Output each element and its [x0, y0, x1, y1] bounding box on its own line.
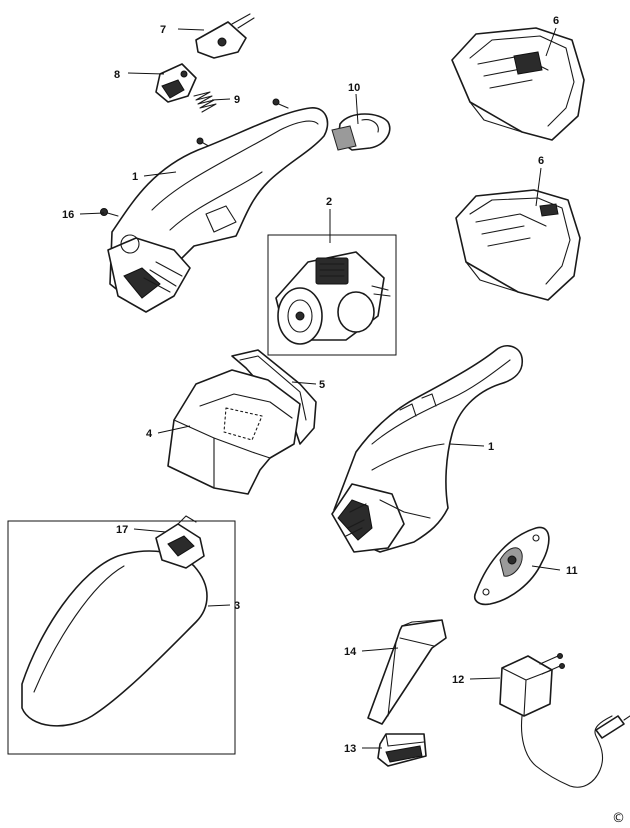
callout-2: 2 — [326, 196, 332, 208]
callout-3: 3 — [234, 600, 240, 612]
part-13-adapter — [377, 733, 427, 767]
callout-10: 10 — [348, 82, 360, 94]
part-1-housing-half — [107, 107, 329, 313]
callout-17: 17 — [116, 524, 128, 536]
callout-8: 8 — [114, 69, 120, 81]
part-16-screw — [100, 208, 119, 217]
part-10-catch — [331, 113, 391, 151]
part-3-dust-bowl — [21, 550, 208, 727]
part-8-latch — [155, 63, 197, 103]
part-12-charger — [499, 653, 630, 788]
callout-5: 5 — [319, 379, 325, 391]
part-6-battery-cover-lower — [455, 189, 581, 301]
part-6-battery-cover-upper — [451, 27, 585, 141]
part-4-filter — [167, 369, 301, 495]
callout-12: 12 — [452, 674, 464, 686]
part-2-box — [267, 234, 397, 356]
part-17-bowl-catch — [155, 515, 205, 569]
part-2-motor — [275, 251, 391, 345]
screw-top — [272, 98, 289, 109]
callout-6-upper: 6 — [553, 15, 559, 27]
callout-11: 11 — [566, 565, 578, 577]
callout-7: 7 — [160, 24, 166, 36]
copyright-symbol: © — [612, 811, 625, 826]
callout-14: 14 — [344, 646, 357, 658]
part-3-box — [7, 520, 236, 755]
part-9-spring — [193, 91, 217, 113]
callout-labels: 7 8 9 10 1 16 2 6 6 5 4 1 17 3 11 14 12 … — [62, 15, 578, 755]
part-11-wall-mount — [474, 526, 550, 606]
callout-16: 16 — [62, 209, 74, 221]
leader-lines — [79, 27, 561, 749]
callout-1-lower: 1 — [488, 441, 494, 453]
part-7-clip — [195, 13, 255, 59]
callout-4: 4 — [146, 428, 153, 440]
callout-1-upper: 1 — [132, 171, 138, 183]
callout-9: 9 — [234, 94, 240, 106]
part-1-handheld-body — [331, 345, 524, 553]
part-14-crevice-tool — [367, 619, 447, 725]
callout-6-lower: 6 — [538, 155, 544, 167]
callout-13: 13 — [344, 743, 356, 755]
